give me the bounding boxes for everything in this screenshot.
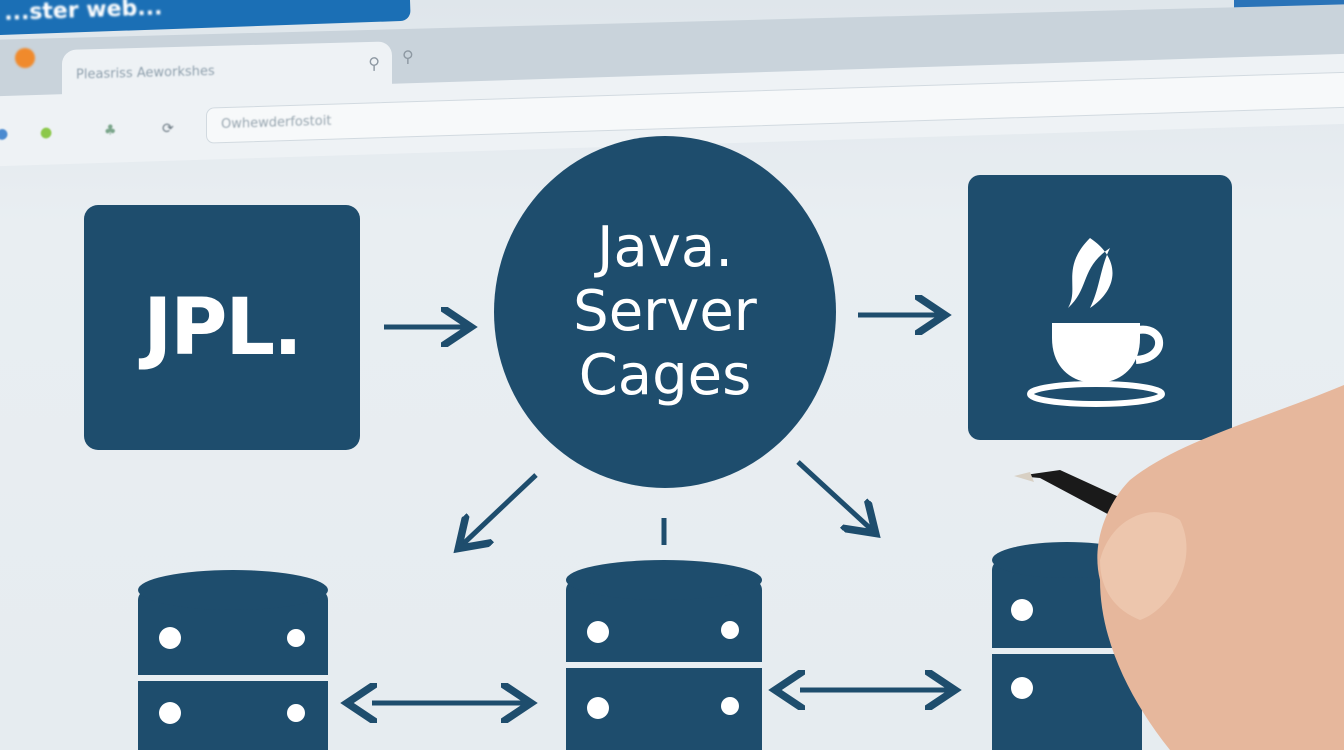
- database-icon-1: [138, 570, 328, 750]
- jpl-box: JPL.: [84, 205, 360, 450]
- orange-dot-icon[interactable]: [15, 48, 35, 68]
- java-server-circle: Java. Server Cages: [494, 136, 836, 488]
- arrow-jsp-to-db3: [796, 460, 872, 530]
- database-icons: [138, 542, 1142, 750]
- circle-line-3: Cages: [578, 343, 752, 408]
- coffee-cup-icon: [1027, 237, 1165, 407]
- circle-line-2: Server: [573, 279, 757, 344]
- coffee-box: [968, 175, 1232, 440]
- jpl-label: JPL.: [143, 282, 303, 373]
- database-icon-2: [566, 560, 762, 750]
- circle-line-1: Java.: [596, 215, 734, 280]
- hand-with-pen: [1014, 385, 1344, 750]
- arrow-jsp-to-db1: [462, 473, 538, 545]
